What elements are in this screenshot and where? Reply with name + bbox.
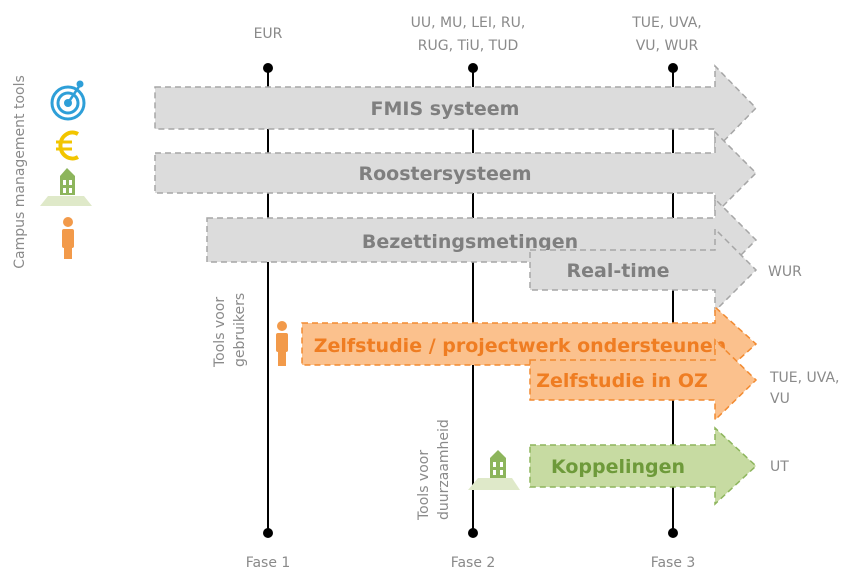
vlabel-duurzaamheid-line1: Tools voor bbox=[416, 450, 432, 521]
building-icon-duurzaamheid bbox=[468, 450, 520, 490]
arrow-rooster-label: Roostersysteem bbox=[358, 163, 531, 185]
arrow-fmis-label: FMIS systeem bbox=[371, 98, 520, 120]
vlabel-duurzaamheid-line2: duurzaamheid bbox=[436, 419, 452, 520]
top-label-phase3-line1: TUE, UVA, bbox=[631, 15, 702, 31]
vlabel-gebruikers-line1: Tools voor bbox=[212, 297, 228, 368]
arrow-realtime-label: Real-time bbox=[566, 260, 669, 282]
phase-label-2: Fase 2 bbox=[451, 555, 496, 571]
top-label-phase2-line2: RUG, TiU, TUD bbox=[418, 38, 518, 54]
arrow-zelfstudie-oz-label: Zelfstudie in OZ bbox=[536, 370, 708, 392]
arrow-zelfstudie-oz: Zelfstudie in OZ bbox=[529, 338, 758, 422]
top-label-phase1: EUR bbox=[254, 26, 283, 42]
top-label-phase2-line1: UU, MU, LEI, RU, bbox=[411, 15, 526, 31]
person-icon-gebruikers bbox=[276, 321, 288, 366]
phase-label-3: Fase 3 bbox=[651, 555, 696, 571]
building-icon bbox=[40, 168, 92, 206]
right-label-zelfstudie-oz-line2: VU bbox=[770, 391, 790, 407]
right-label-realtime: WUR bbox=[768, 264, 802, 280]
target-icon bbox=[50, 80, 86, 121]
arrow-koppelingen: Koppelingen bbox=[529, 426, 758, 506]
arrow-realtime: Real-time bbox=[529, 227, 758, 313]
person-icon bbox=[62, 217, 74, 259]
arrow-zelfstudie-label: Zelfstudie / projectwerk ondersteunen bbox=[314, 335, 727, 357]
arrow-bezetting-label: Bezettingsmetingen bbox=[362, 231, 578, 253]
vlabel-gebruikers-line2: gebruikers bbox=[232, 293, 248, 367]
side-title: Campus management tools bbox=[12, 75, 28, 269]
right-label-zelfstudie-oz-line1: TUE, UVA, bbox=[769, 370, 840, 386]
arrow-rooster: Roostersysteem bbox=[154, 130, 758, 216]
phase-label-1: Fase 1 bbox=[246, 555, 291, 571]
right-label-koppelingen: UT bbox=[770, 459, 789, 475]
arrow-koppelingen-label: Koppelingen bbox=[551, 456, 685, 478]
top-label-phase3-line2: VU, WUR bbox=[636, 38, 699, 54]
euro-icon bbox=[56, 130, 79, 161]
arrow-fmis: FMIS systeem bbox=[154, 64, 758, 152]
